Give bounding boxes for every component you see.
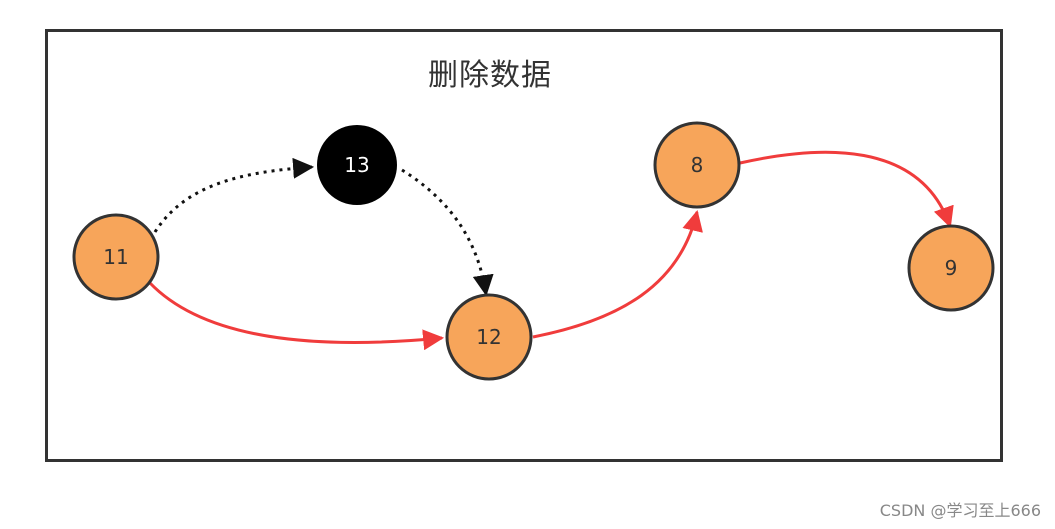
edge-11-to-13 <box>153 157 315 233</box>
diagram-title: 删除数据 <box>428 58 552 93</box>
edge-8-to-9 <box>739 150 954 228</box>
node-11: 11 <box>72 213 160 301</box>
edge-12-to-8 <box>532 209 703 339</box>
node-8: 8 <box>653 121 741 209</box>
node-9-label: 9 <box>945 256 958 280</box>
node-13-label: 13 <box>344 153 369 177</box>
node-12-label: 12 <box>476 325 501 349</box>
node-9: 9 <box>907 224 995 312</box>
node-8-label: 8 <box>691 153 704 177</box>
node-12: 12 <box>445 293 533 381</box>
diagram-frame <box>45 29 1003 462</box>
edge-13-to-12 <box>401 168 494 297</box>
node-13: 13 <box>317 125 397 205</box>
edge-11-to-12 <box>148 281 445 351</box>
footer-credit: CSDN @学习至上666 <box>879 501 1041 520</box>
node-11-label: 11 <box>103 245 128 269</box>
